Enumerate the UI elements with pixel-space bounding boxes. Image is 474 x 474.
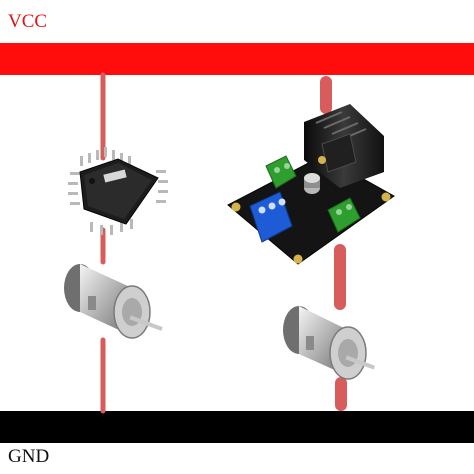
gnd-label: GND <box>8 446 50 467</box>
vcc-label: VCC <box>8 11 48 32</box>
dc-motor-icon <box>64 264 163 339</box>
motor-driver-board-icon <box>227 104 395 265</box>
vcc-rail <box>0 43 474 75</box>
gnd-rail <box>0 411 474 443</box>
dc-motor-icon <box>283 306 375 380</box>
wire-right <box>320 76 347 411</box>
microcontroller-chip-icon <box>68 147 168 235</box>
